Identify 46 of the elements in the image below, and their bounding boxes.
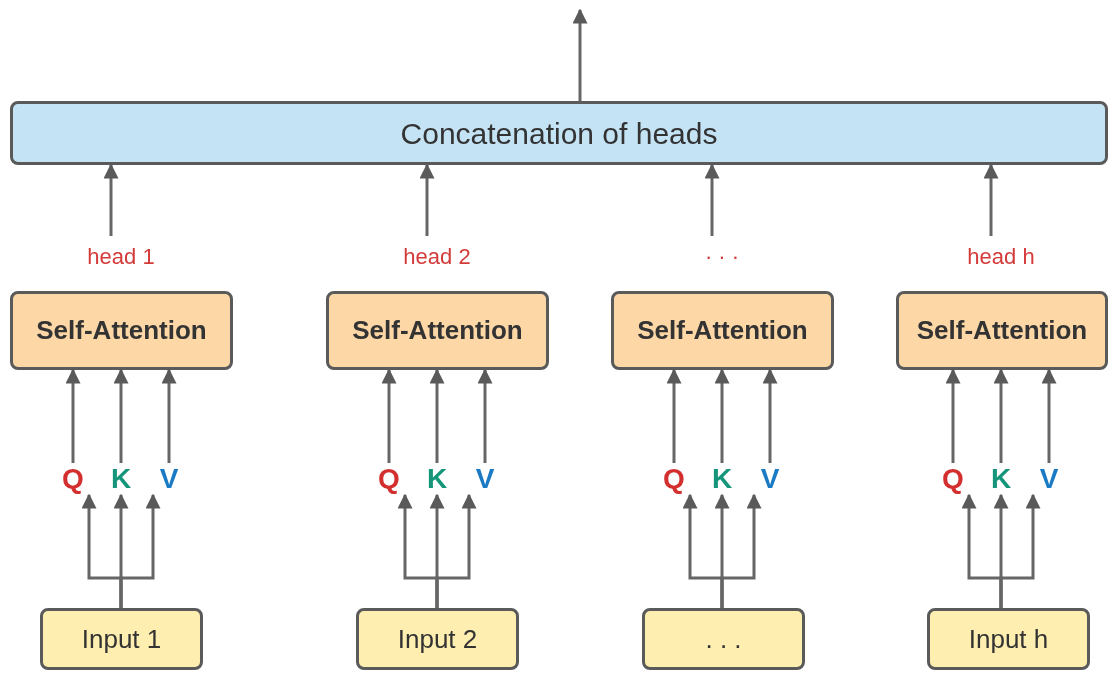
key-label: K [983,463,1019,495]
head-label: · · · [662,236,782,276]
arrow [999,493,1041,608]
query-label: Q [55,463,91,495]
self-attention-box: Self-Attention [326,291,549,370]
head-label: head 2 [377,236,497,276]
value-label: V [1031,463,1067,495]
arrow [119,493,161,608]
arrow [435,493,477,608]
key-label: K [103,463,139,495]
self-attention-box: Self-Attention [10,291,233,370]
head-label: head 1 [61,236,181,276]
arrow [666,368,682,463]
arrow [993,368,1009,463]
query-label: Q [935,463,971,495]
arrow [103,163,119,236]
value-label: V [151,463,187,495]
arrow [714,368,730,463]
input-box: Input 2 [356,608,519,670]
arrow [704,163,720,236]
arrow [477,368,493,463]
arrow [945,368,961,463]
value-label: V [467,463,503,495]
arrow [720,493,762,608]
arrow [572,8,588,101]
query-label: Q [656,463,692,495]
value-label: V [752,463,788,495]
head-label: head h [941,236,1061,276]
input-box: . . . [642,608,805,670]
self-attention-box: Self-Attention [611,291,834,370]
self-attention-box: Self-Attention [896,291,1108,370]
arrow [983,163,999,236]
concatenation-box: Concatenation of heads [10,101,1108,165]
arrow [429,368,445,463]
arrow [65,368,81,463]
query-label: Q [371,463,407,495]
arrow [381,368,397,463]
input-box: Input 1 [40,608,203,670]
arrow [161,368,177,463]
arrow [113,368,129,463]
arrow [1041,368,1057,463]
arrow [419,163,435,236]
input-box: Input h [927,608,1090,670]
key-label: K [419,463,455,495]
arrow [762,368,778,463]
key-label: K [704,463,740,495]
